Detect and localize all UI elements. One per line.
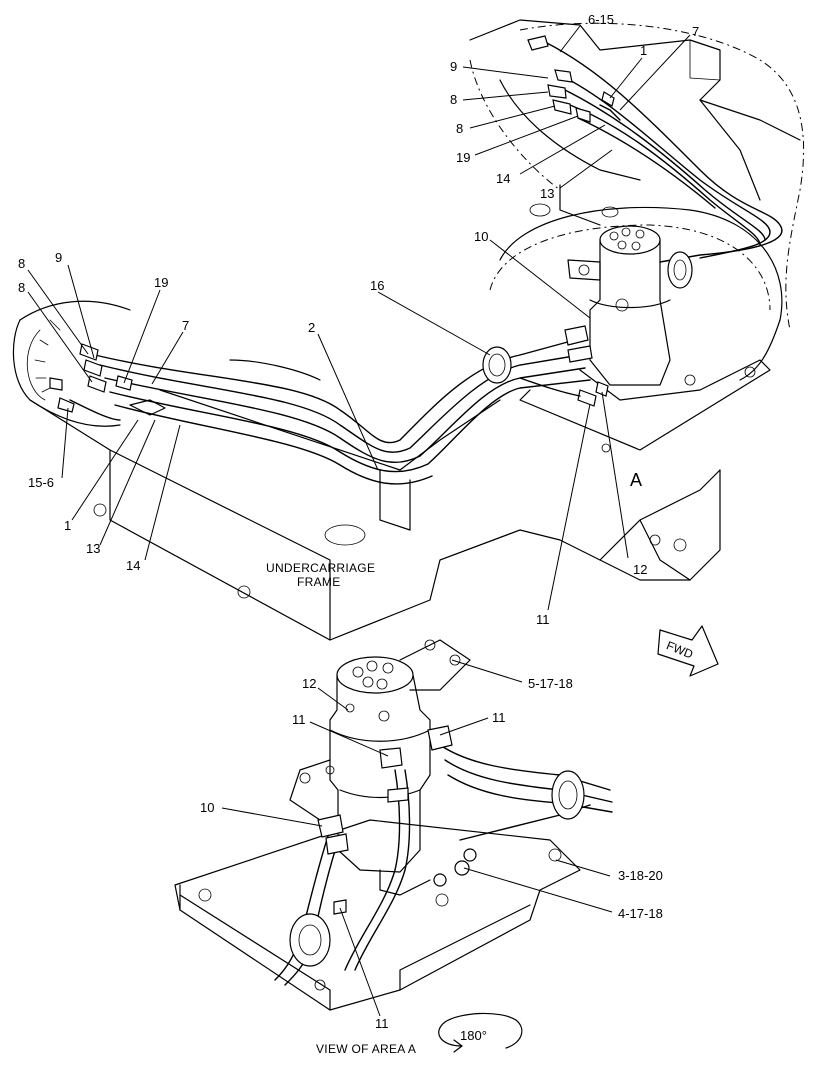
callout-11-mid: 11 [536,612,550,627]
callout-6-15: 6-15 [588,12,614,27]
hose-bundle-left [69,339,591,485]
callout-3-18-20: 3-18-20 [618,868,663,883]
callout-10-low: 10 [200,800,214,815]
callout-7-left: 7 [182,318,189,333]
callout-11-low-l: 11 [292,712,306,727]
callout-12-mid: 12 [633,562,647,577]
view-a-grommets [289,770,585,967]
callout-8-left-a: 8 [18,256,25,271]
callout-9-top: 9 [450,59,457,74]
swivel-side-fittings [519,325,609,407]
grommet-16 [482,346,512,384]
callout-7-top: 7 [692,24,699,39]
callout-11-low-r: 11 [492,710,506,725]
top-fittings [527,35,615,123]
captions: UNDERCARRIAGE FRAME VIEW OF AREA A [266,561,416,1056]
callout-9-left: 9 [55,250,62,265]
callout-a: A [630,470,642,490]
hose-bundle-upper [544,41,783,263]
view-a-fittings [317,725,477,915]
view-a-swivel-body [289,639,471,896]
callout-4-17-18: 4-17-18 [618,906,663,921]
callout-8-top-a: 8 [450,92,457,107]
undercarriage-frame [12,300,721,641]
callout-19-top: 19 [456,150,470,165]
callouts: 6-15 7 1 9 8 8 19 14 13 10 9 8 8 19 7 16… [18,12,699,1031]
callout-14-left: 14 [126,558,140,573]
callout-1-top: 1 [640,43,647,58]
leader-lines [27,25,691,1017]
callout-1-left: 1 [64,518,71,533]
callout-13-top: 13 [540,186,554,201]
callout-5-17-18: 5-17-18 [528,676,573,691]
callout-10-mid: 10 [474,229,488,244]
callout-15-6: 15-6 [28,475,54,490]
callout-8-top-b: 8 [456,121,463,136]
callout-8-left-b: 8 [18,280,25,295]
view-a-base-plate [174,819,581,1011]
rotation-label: 180° [460,1028,487,1043]
upper-frame-structure [469,19,805,331]
grommet-upper-right [667,251,693,289]
rotation-arrow: 180° [438,1012,523,1053]
swivel-upper [519,225,771,453]
callout-14-top: 14 [496,171,510,186]
callout-11-bottom: 11 [375,1016,389,1031]
ring-gear [489,206,783,381]
frame-caption-line2: FRAME [297,575,341,589]
callout-2: 2 [308,320,315,335]
view-of-area-caption: VIEW OF AREA A [316,1042,416,1056]
callout-12-low: 12 [302,676,316,691]
callout-19-left: 19 [154,275,168,290]
left-fittings [49,343,166,416]
frame-caption-line1: UNDERCARRIAGE [266,561,375,575]
fwd-arrow: FWD [657,625,719,677]
callout-13-left: 13 [86,541,100,556]
callout-16: 16 [370,278,384,293]
